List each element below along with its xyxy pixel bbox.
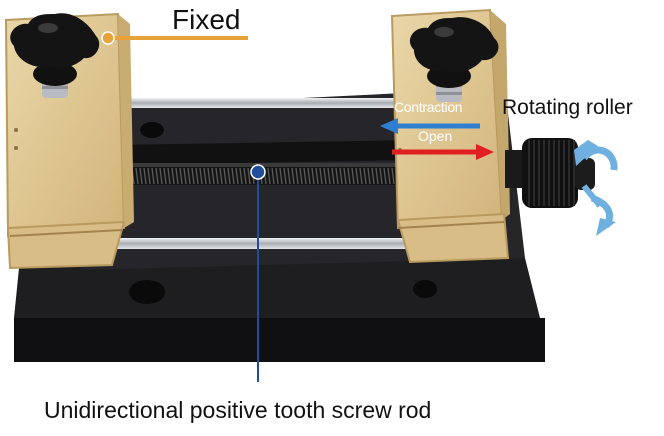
roller-grip-ridge (538, 140, 540, 206)
direction-arrows (380, 118, 494, 160)
right-clamp-knob (409, 17, 499, 102)
roller-grip-ridge (533, 140, 535, 206)
roller-grip-ridge (548, 140, 550, 206)
toothed-screw-rod (130, 163, 420, 185)
rotating-roller-label: Rotating roller (502, 96, 633, 119)
rotation-arrows (574, 140, 618, 236)
roller-grip-ridge (563, 140, 565, 206)
guide-rails (90, 98, 430, 249)
roller-grip-ridge (528, 140, 530, 206)
roller-grip-ridge (568, 140, 570, 206)
leader-lines (101, 31, 266, 382)
roller-grip-ridge (573, 140, 575, 206)
roller-grip-ridge (553, 140, 555, 206)
fixed-label: Fixed (172, 4, 241, 35)
left-clamp-knob (10, 13, 100, 98)
screw-rod-label: Unidirectional positive tooth screw rod (44, 397, 432, 423)
rotating-roller (505, 138, 595, 208)
open-arrow-head (476, 144, 494, 160)
contraction-arrow-head (380, 118, 398, 134)
contraction-label: Contraction (394, 99, 463, 115)
roller-grip-ridge (543, 140, 545, 206)
roller-grip-ridge (558, 140, 560, 206)
open-label: Open (418, 128, 453, 144)
